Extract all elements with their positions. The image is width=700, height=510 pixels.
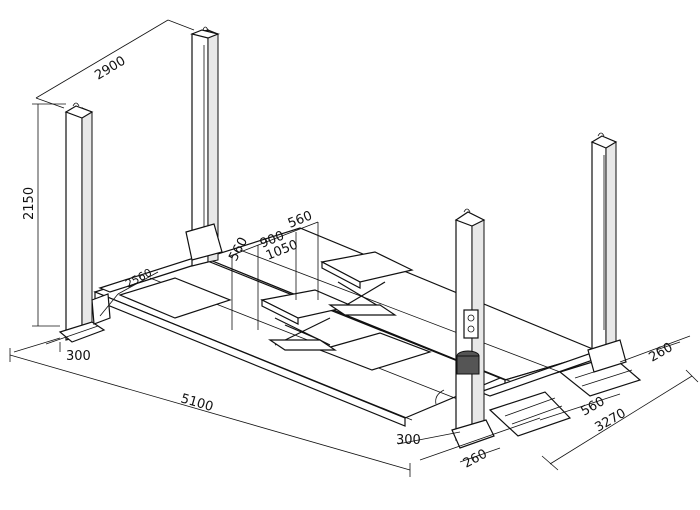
post-rear-left	[185, 26, 223, 267]
dim-300-left: 300	[66, 349, 91, 364]
dim-260-right: 260	[647, 340, 676, 365]
dimension-lines	[9, 19, 699, 477]
dim-2900: 2900	[92, 54, 128, 84]
post-front-right	[435, 208, 495, 449]
control-box	[463, 309, 479, 339]
jack-table-front	[260, 289, 354, 351]
jack-table-rear	[320, 251, 414, 316]
post-rear-right	[587, 132, 627, 373]
ramp-left	[488, 391, 572, 437]
dim-300-bottom: 300	[396, 433, 421, 448]
dim-260-bottom: 260	[461, 447, 490, 472]
dim-2150: 2150	[22, 187, 37, 220]
post-front-left	[58, 102, 111, 343]
dim-5100: 5100	[179, 391, 215, 415]
